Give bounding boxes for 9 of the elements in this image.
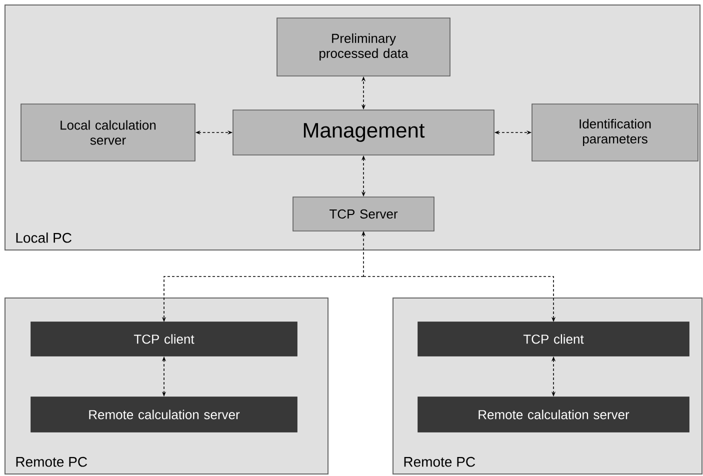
process-box: Identification parameters	[532, 104, 698, 162]
process-box: TCP client	[418, 322, 690, 356]
process-box: Local calculation server	[20, 104, 196, 162]
process-box: Remote calculation server	[418, 396, 690, 432]
process-box: Remote calculation server	[30, 396, 298, 432]
process-box: TCP client	[30, 322, 298, 356]
process-box: Management	[232, 110, 494, 156]
process-box: TCP Server	[292, 196, 434, 232]
process-box: Preliminary processed data	[276, 18, 450, 76]
